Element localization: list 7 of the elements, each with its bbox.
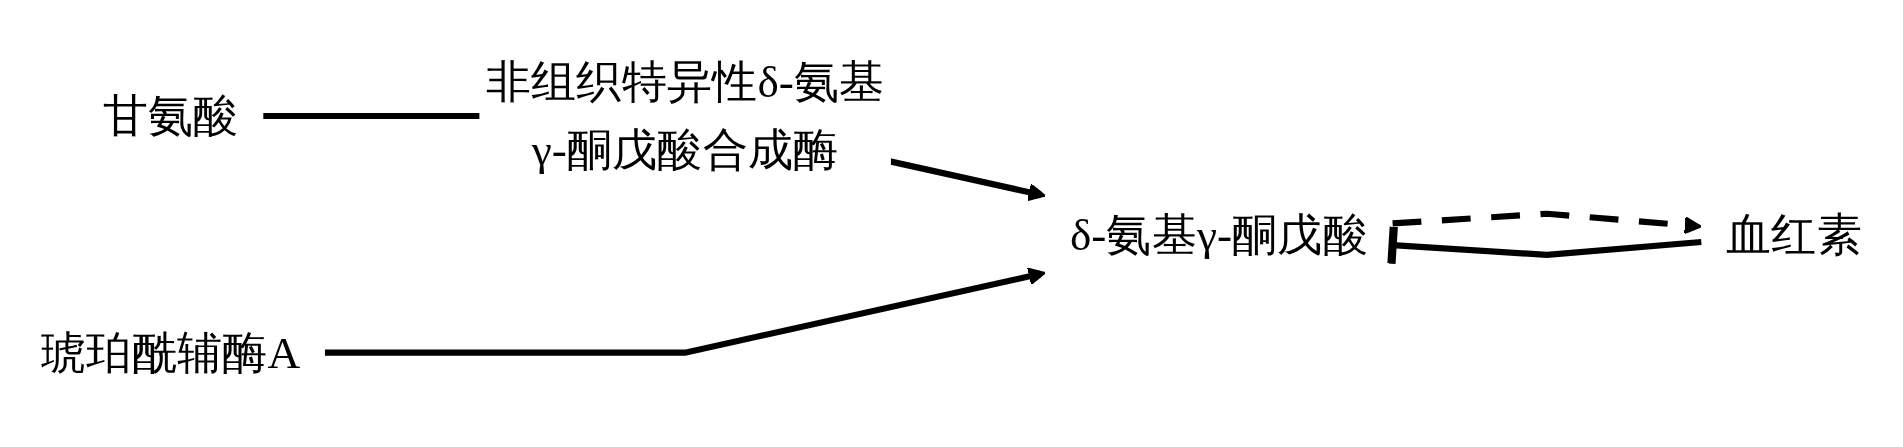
arrow (1392, 210, 1703, 235)
node-text: 血红素 (1726, 208, 1862, 261)
node-text: 甘氨酸 (102, 90, 239, 142)
node-text: 琥珀酰辅酶A (41, 326, 301, 379)
edge-label: 非组织特异性δ-氨基γ-酮戊酸合成酶 (485, 56, 885, 176)
arrow (324, 267, 1047, 356)
node-text: δ-氨基γ-酮戊酸 (1069, 208, 1368, 261)
